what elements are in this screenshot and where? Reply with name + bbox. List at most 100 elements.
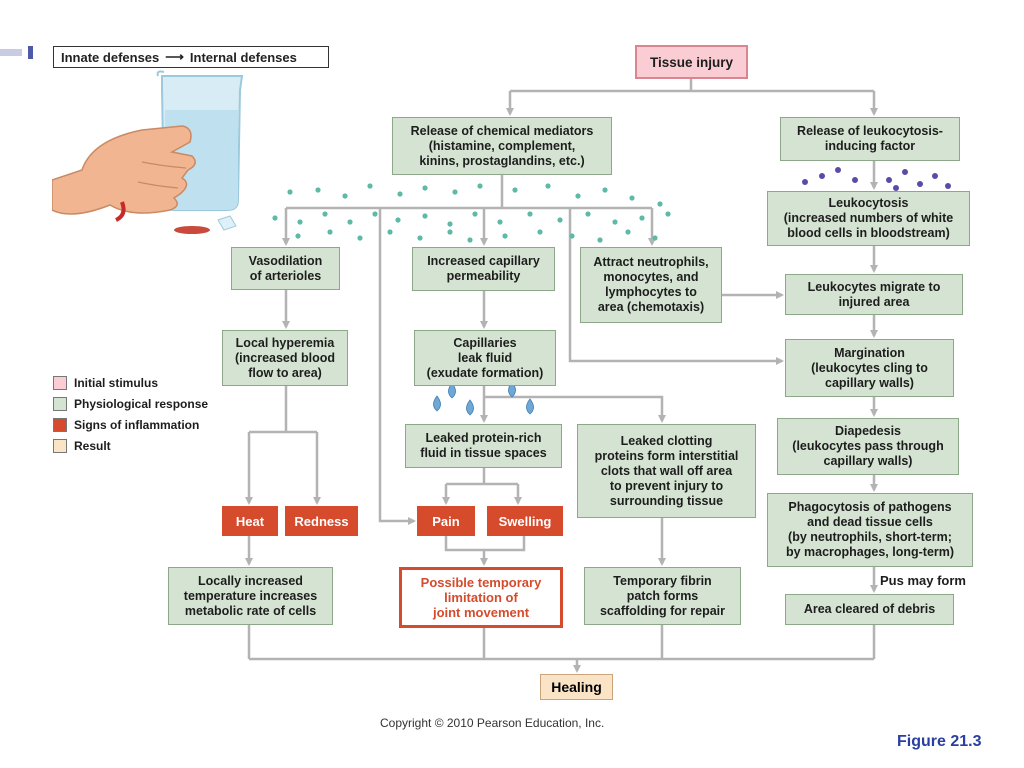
fluid-droplet-icon xyxy=(448,382,456,399)
leaked-protein-box: Leaked protein-rich fluid in tissue spac… xyxy=(405,424,562,468)
fluid-droplet-icon xyxy=(466,399,474,416)
mediator-dot xyxy=(612,219,618,225)
mediator-dot xyxy=(347,219,353,225)
mediator-dot xyxy=(287,189,293,195)
capillaries-leak-box: Capillaries leak fluid (exudate formatio… xyxy=(414,330,556,386)
arrow-right-icon: ⟶ xyxy=(165,49,184,64)
temporary-fibrin-box: Temporary fibrin patch forms scaffolding… xyxy=(584,567,741,625)
mediator-dot xyxy=(272,215,278,221)
leukocyte-dot xyxy=(917,181,923,187)
mediator-dot xyxy=(585,211,591,217)
diapedesis-box: Diapedesis (leukocytes pass through capi… xyxy=(777,418,959,475)
mediator-dot xyxy=(557,217,563,223)
mediator-dot xyxy=(387,229,393,235)
mediator-dot xyxy=(357,235,363,241)
leukocyte-dot xyxy=(932,173,938,179)
chemotaxis-box: Attract neutrophils, monocytes, and lymp… xyxy=(580,247,722,323)
legend-swatch-response xyxy=(53,397,67,411)
leukocyte-dot xyxy=(835,167,841,173)
tissue-injury-box: Tissue injury xyxy=(635,45,748,79)
legend-item: Result xyxy=(53,439,111,453)
mediator-dot xyxy=(367,183,373,189)
mediator-dot xyxy=(537,229,543,235)
figure-label: Figure 21.3 xyxy=(897,733,982,750)
leukocyte-dot xyxy=(893,185,899,191)
mediator-dot xyxy=(447,221,453,227)
mediator-dot xyxy=(657,201,663,207)
area-cleared-box: Area cleared of debris xyxy=(785,594,954,625)
copyright-text: Copyright © 2010 Pearson Education, Inc. xyxy=(380,716,605,730)
mediator-dot xyxy=(372,211,378,217)
mediator-dot xyxy=(422,213,428,219)
mediator-dot xyxy=(452,189,458,195)
mediator-dot xyxy=(575,193,581,199)
sign-redness: Redness xyxy=(285,506,358,536)
chemical-mediators-box: Release of chemical mediators (histamine… xyxy=(392,117,612,175)
mediator-dot xyxy=(417,235,423,241)
leukocyte-dot xyxy=(852,177,858,183)
breadcrumb-to: Internal defenses xyxy=(189,49,297,65)
leukocyte-dot xyxy=(802,179,808,185)
mediator-dot xyxy=(467,237,473,243)
mediator-dot xyxy=(477,183,483,189)
legend-label: Signs of inflammation xyxy=(74,418,200,432)
legend-item: Initial stimulus xyxy=(53,376,158,390)
leukocytes-migrate-box: Leukocytes migrate to injured area xyxy=(785,274,963,315)
fluid-droplet-icon xyxy=(433,395,441,412)
healing-box: Healing xyxy=(540,674,613,700)
mediator-dot xyxy=(527,211,533,217)
leukocyte-dot xyxy=(886,177,892,183)
sign-pain: Pain xyxy=(417,506,475,536)
mediator-dot xyxy=(397,191,403,197)
mediator-dot xyxy=(625,229,631,235)
locally-increased-temperature-box: Locally increased temperature increases … xyxy=(168,567,333,625)
slide-accent-bars xyxy=(0,46,33,59)
legend-item: Signs of inflammation xyxy=(53,418,199,432)
mediator-dot xyxy=(342,193,348,199)
pus-label: Pus may form xyxy=(880,573,966,588)
mediator-dot xyxy=(422,185,428,191)
leaked-clotting-box: Leaked clotting proteins form interstiti… xyxy=(577,424,756,518)
defense-breadcrumb: Innate defenses ⟶ Internal defenses xyxy=(53,46,329,68)
vasodilation-box: Vasodilation of arterioles xyxy=(231,247,340,290)
mediator-dot xyxy=(665,211,671,217)
phagocytosis-box: Phagocytosis of pathogens and dead tissu… xyxy=(767,493,973,567)
mediator-dot xyxy=(497,219,503,225)
mediator-dot xyxy=(327,229,333,235)
possible-limitation-box: Possible temporary limitation of joint m… xyxy=(399,567,563,628)
legend-swatch-stimulus xyxy=(53,376,67,390)
local-hyperemia-box: Local hyperemia (increased blood flow to… xyxy=(222,330,348,386)
mediator-dot xyxy=(395,217,401,223)
mediator-dot xyxy=(297,219,303,225)
legend-label: Result xyxy=(74,439,111,453)
leukocyte-dot xyxy=(819,173,825,179)
sign-heat: Heat xyxy=(222,506,278,536)
fluid-droplet-icon xyxy=(526,398,534,415)
mediator-dot xyxy=(512,187,518,193)
capillary-permeability-box: Increased capillary permeability xyxy=(412,247,555,291)
hand-beaker-illustration xyxy=(52,70,244,234)
leukocyte-dot xyxy=(945,183,951,189)
leukocytosis-box: Leukocytosis (increased numbers of white… xyxy=(767,191,970,246)
mediator-dot xyxy=(629,195,635,201)
mediator-dot xyxy=(639,215,645,221)
mediator-dot xyxy=(502,233,508,239)
mediator-dot xyxy=(295,233,301,239)
mediator-dot xyxy=(569,233,575,239)
breadcrumb-from: Innate defenses xyxy=(61,49,160,65)
mediator-dot xyxy=(602,187,608,193)
leukocytosis-factor-box: Release of leukocytosis- inducing factor xyxy=(780,117,960,161)
mediator-dot xyxy=(447,229,453,235)
legend-label: Physiological response xyxy=(74,397,209,411)
margination-box: Margination (leukocytes cling to capilla… xyxy=(785,339,954,397)
mediator-dot xyxy=(597,237,603,243)
sign-swelling: Swelling xyxy=(487,506,563,536)
mediator-dot xyxy=(545,183,551,189)
leukocyte-dot xyxy=(902,169,908,175)
mediator-dot xyxy=(315,187,321,193)
mediator-dot xyxy=(322,211,328,217)
legend-label: Initial stimulus xyxy=(74,376,159,390)
legend-item: Physiological response xyxy=(53,397,208,411)
